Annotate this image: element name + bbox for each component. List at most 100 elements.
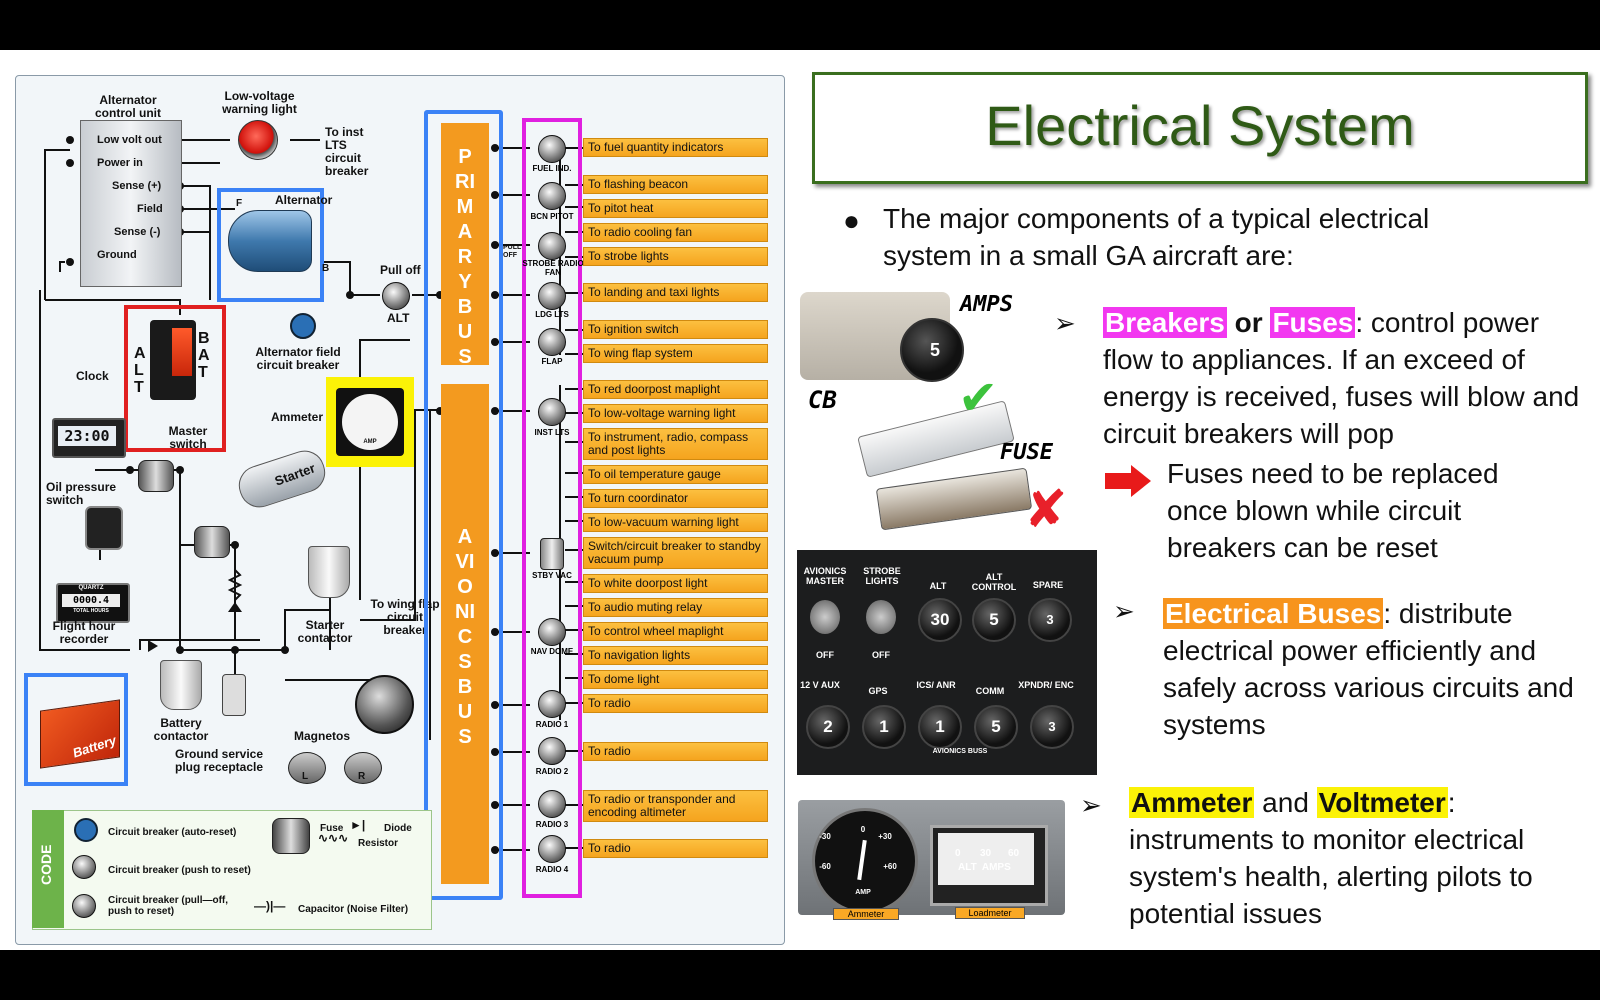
buses-text: : distribute electrical power efficientl… bbox=[1163, 598, 1574, 740]
legend-resistor: Resistor bbox=[358, 838, 399, 849]
breaker-number: 5 bbox=[930, 340, 941, 360]
master-alt-label: ALT bbox=[134, 345, 146, 396]
breaker-inst-lts bbox=[538, 398, 566, 426]
breaker-flap bbox=[538, 328, 566, 356]
dest-13: To low-vacuum warning light bbox=[583, 513, 768, 532]
breaker-label-5: INST LTS bbox=[534, 428, 570, 437]
breaker-strobe bbox=[538, 232, 566, 260]
code-title: CODE bbox=[38, 844, 54, 885]
dest-1: To flashing beacon bbox=[583, 175, 768, 194]
red-arrow-icon bbox=[1105, 465, 1151, 497]
panel-off-2: OFF bbox=[872, 650, 890, 660]
ammeter-tick-4: +60 bbox=[883, 862, 897, 871]
alternator-box bbox=[217, 188, 324, 302]
dest-22: To radio or transponder and encoding alt… bbox=[583, 790, 768, 822]
legend-push-cb-icon bbox=[72, 855, 96, 879]
starter-contactor-label: Starter contactor bbox=[297, 618, 353, 645]
dest-4: To strobe lights bbox=[583, 247, 768, 266]
legend-fuse-icon bbox=[272, 818, 310, 854]
toggle-switch-icon-1 bbox=[810, 600, 840, 634]
master-switch-icon bbox=[150, 320, 196, 400]
panel-top-2: ALT bbox=[929, 581, 947, 591]
fuses-note: Fuses need to be replaced once blown whi… bbox=[1167, 458, 1499, 563]
master-switch-label: Master switch bbox=[168, 424, 208, 451]
legend-diode: Diode bbox=[384, 823, 412, 834]
knob-spare: 3 bbox=[1028, 598, 1072, 642]
breaker-label-9: RADIO 2 bbox=[535, 767, 569, 776]
alt-b-label: B bbox=[322, 263, 330, 274]
breaker-label-3: LDG LTS bbox=[535, 310, 569, 319]
arrow-bullet-icon-3: ➢ bbox=[1080, 790, 1102, 820]
ground-plug-icon bbox=[222, 674, 246, 716]
cb-annotation: CB bbox=[808, 386, 837, 414]
breaker-knob-icon bbox=[900, 318, 964, 382]
dest-20: To radio bbox=[583, 694, 768, 713]
ammeter-tick-3: -60 bbox=[819, 862, 831, 871]
avionics-buss-label: AVIONICS BUSS bbox=[932, 748, 988, 755]
dest-0: To fuel quantity indicators bbox=[583, 138, 768, 157]
panel-bottom-0: 12 V AUX bbox=[800, 680, 840, 690]
knob-gps: 1 bbox=[862, 705, 906, 749]
breaker-label-0: FUEL IND. bbox=[532, 164, 572, 173]
arrow-bullet-icon: ➢ bbox=[1054, 308, 1076, 338]
dest-7: To wing flap system bbox=[583, 344, 768, 363]
code-legend bbox=[32, 810, 432, 930]
amps-annotation: AMPS bbox=[960, 292, 1013, 317]
loadmeter-face bbox=[938, 833, 1034, 885]
dest-18: To navigation lights bbox=[583, 646, 768, 665]
page-title: Electrical System bbox=[985, 94, 1415, 157]
magnetos-label: Magnetos bbox=[294, 729, 351, 743]
or-word: or bbox=[1234, 307, 1263, 338]
alt-breaker-icon bbox=[382, 282, 410, 310]
dest-3: To radio cooling fan bbox=[583, 223, 768, 242]
hour-digits: 0000.4 bbox=[62, 594, 120, 607]
knob-comm: 5 bbox=[974, 705, 1018, 749]
avionics-bus-label: AVIONICS BUS bbox=[455, 526, 475, 748]
pull-off-label: Pull off bbox=[380, 263, 421, 277]
breaker-radio-4 bbox=[538, 835, 566, 863]
ammeter-face-label: AMP bbox=[363, 439, 377, 445]
breaker-label-6: STBY VAC bbox=[532, 571, 572, 580]
breaker-label-1: BCN PITOT bbox=[530, 212, 574, 221]
fuse-annotation: FUSE bbox=[1000, 440, 1053, 465]
magneto-switch-icon bbox=[355, 675, 414, 734]
buses-paragraph: Electrical Buses: distribute electrical … bbox=[1163, 595, 1583, 743]
breaker-label-11: RADIO 4 bbox=[535, 865, 569, 874]
check-mark-icon: ✔ bbox=[958, 372, 999, 425]
fuse-icon-1 bbox=[138, 460, 174, 492]
clock-display: 23:00 bbox=[58, 426, 116, 446]
loadmeter-tick-2: 60 bbox=[1008, 848, 1020, 859]
alt-field-cb-label: Alternator field circuit breaker bbox=[255, 345, 341, 372]
master-bat-label: BAT bbox=[198, 330, 210, 381]
arrow-bullet-icon-2: ➢ bbox=[1113, 596, 1135, 626]
dest-16: To audio muting relay bbox=[583, 598, 768, 617]
buses-highlight: Electrical Buses bbox=[1163, 598, 1384, 629]
alternator-label: Alternator bbox=[275, 193, 333, 207]
wing-flap-cb-label: To wing flap circuit breaker bbox=[370, 597, 440, 637]
fuses-highlight: Fuses bbox=[1270, 307, 1356, 338]
avionics-bus-bar bbox=[441, 384, 489, 884]
dest-14: Switch/circuit breaker to standby vacuum… bbox=[583, 537, 768, 569]
legend-resistor-symbol-icon: ∿∿∿ bbox=[318, 831, 349, 845]
bullet-dot-icon: ● bbox=[843, 205, 860, 236]
ammeter-paragraph: Ammeter and Voltmeter: instruments to mo… bbox=[1129, 784, 1584, 932]
breaker-label-7: NAV DOME bbox=[530, 647, 574, 656]
knob-xpndr: 3 bbox=[1030, 705, 1074, 749]
acu-pin-4: Sense (-) bbox=[114, 226, 161, 238]
ammeter-tick-0: -30 bbox=[819, 832, 831, 841]
acu-pin-5: Ground bbox=[97, 249, 137, 261]
knob-alt-control: 5 bbox=[972, 598, 1016, 642]
loadmeter-text: ALT AMPS bbox=[958, 862, 1011, 873]
breaker-bcn-pitot bbox=[538, 182, 566, 210]
low-voltage-label: Low-voltage warning light bbox=[222, 89, 297, 116]
ammeter-tick-1: 0 bbox=[860, 825, 866, 834]
master-switch-box bbox=[124, 305, 226, 452]
clock-label: Clock bbox=[76, 369, 109, 383]
acu-title: Alternator control unit bbox=[95, 93, 161, 120]
and-word: and bbox=[1262, 787, 1309, 818]
oil-switch-icon bbox=[85, 506, 123, 550]
alt-f-label: F bbox=[236, 198, 243, 209]
legend-cb-auto: Circuit breaker (auto-reset) bbox=[108, 827, 237, 838]
loadmeter-tick-1: 30 bbox=[980, 848, 992, 859]
dest-9: To low-voltage warning light bbox=[583, 404, 768, 423]
